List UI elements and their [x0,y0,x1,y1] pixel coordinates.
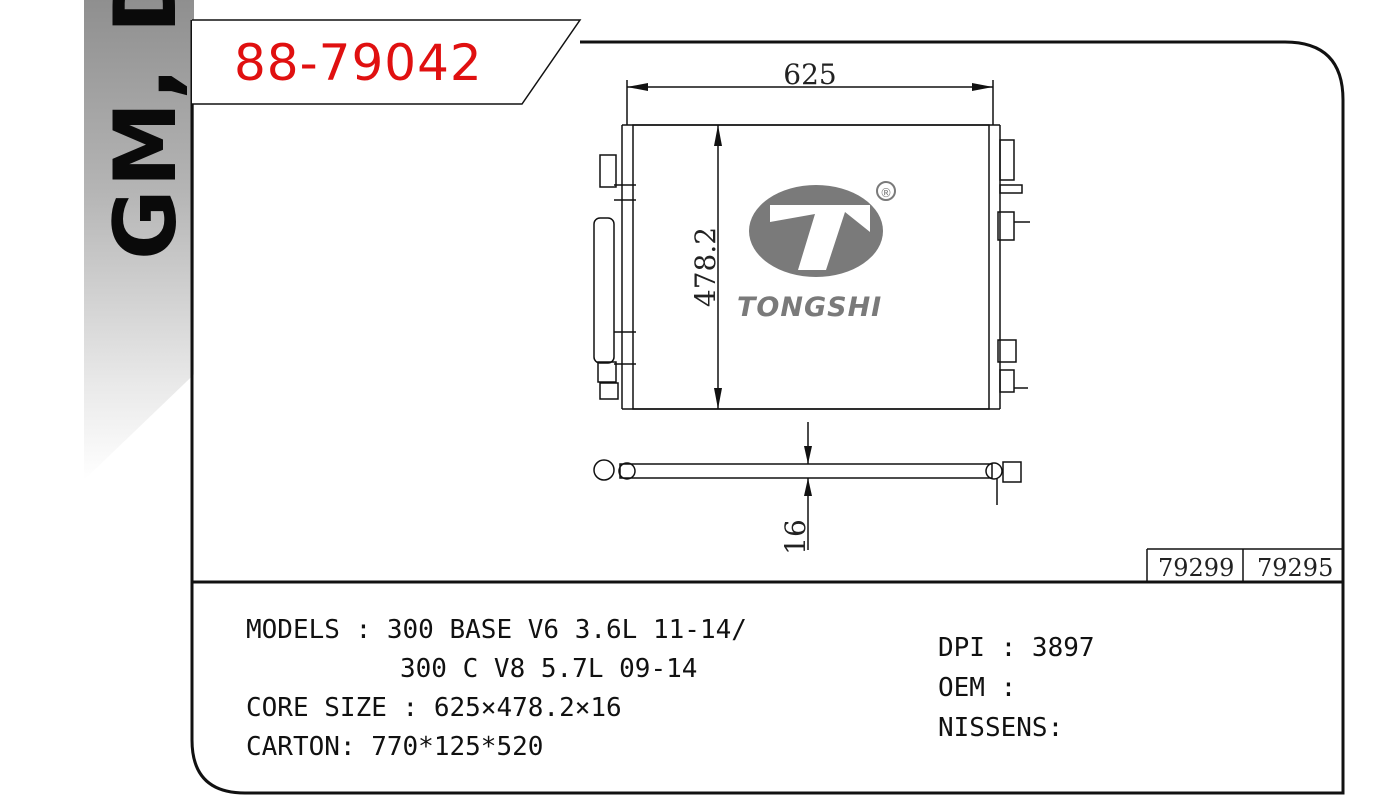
logo-wordmark: TONGSHI [737,292,883,323]
nissens-number: NISSENS: [938,713,1064,743]
models-line: 300 C V8 5.7L 09-14 [400,654,698,684]
width-dimension-label: 625 [783,58,836,91]
reference-number: 79299 [1158,554,1235,582]
part-number: 88-79042 [234,34,483,92]
oem-number: OEM : [938,673,1017,703]
models-line: MODELS : 300 BASE V6 3.6L 11-14/ [246,615,747,645]
reference-number: 79295 [1257,554,1334,582]
tongshi-logo-icon [749,181,896,277]
carton-size: CARTON: 770*125*520 [246,732,544,762]
registered-mark: ® [880,186,892,200]
core-size: CORE SIZE : 625×478.2×16 [246,693,622,723]
dpi-number: DPI : 3897 [938,633,1095,663]
height-dimension-label: 478.2 [689,227,722,307]
thickness-dimension-label: 16 [779,519,812,555]
